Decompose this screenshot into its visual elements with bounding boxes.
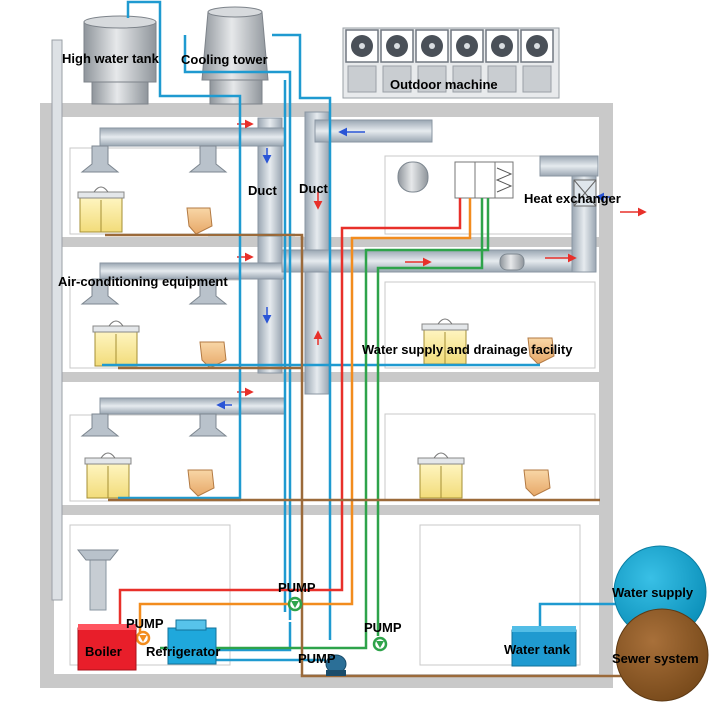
outdoor-machine bbox=[342, 27, 560, 99]
sewer-system-label: Sewer system bbox=[612, 651, 699, 666]
water-supply-drainage-label: Water supply and drainage facility bbox=[362, 342, 573, 357]
pump-right-label: PUMP bbox=[364, 620, 402, 635]
cooling-tower bbox=[201, 6, 269, 105]
high-water-tank-label: High water tank bbox=[62, 51, 160, 66]
outdoor-machine-label: Outdoor machine bbox=[390, 77, 498, 92]
air-handling-unit bbox=[454, 161, 514, 199]
duct-right-label: Duct bbox=[299, 181, 329, 196]
cooling-tower-label: Cooling tower bbox=[181, 52, 268, 67]
boiler-label: Boiler bbox=[85, 644, 122, 659]
water-supply-label: Water supply bbox=[612, 585, 694, 600]
pump-icons bbox=[135, 596, 388, 676]
heat-exchanger-unit bbox=[573, 179, 597, 207]
heat-exchanger-label: Heat exchanger bbox=[524, 191, 621, 206]
toilet-units bbox=[186, 207, 555, 497]
high-water-tank bbox=[83, 15, 157, 105]
air-conditioning-equipment-label: Air-conditioning equipment bbox=[58, 274, 228, 289]
boiler bbox=[77, 624, 137, 671]
boiler-vent bbox=[76, 549, 120, 611]
refrigerator-label: Refrigerator bbox=[146, 644, 220, 659]
pump-top-label: PUMP bbox=[278, 580, 316, 595]
duct-left-label: Duct bbox=[248, 183, 278, 198]
water-tank-label: Water tank bbox=[504, 642, 571, 657]
water-tank bbox=[511, 626, 577, 667]
sink-units bbox=[77, 186, 469, 499]
pump-bottom-label: PUMP bbox=[298, 651, 336, 666]
sewer-tank bbox=[615, 608, 709, 702]
pump-left-label: PUMP bbox=[126, 616, 164, 631]
refrigerator bbox=[167, 619, 217, 665]
